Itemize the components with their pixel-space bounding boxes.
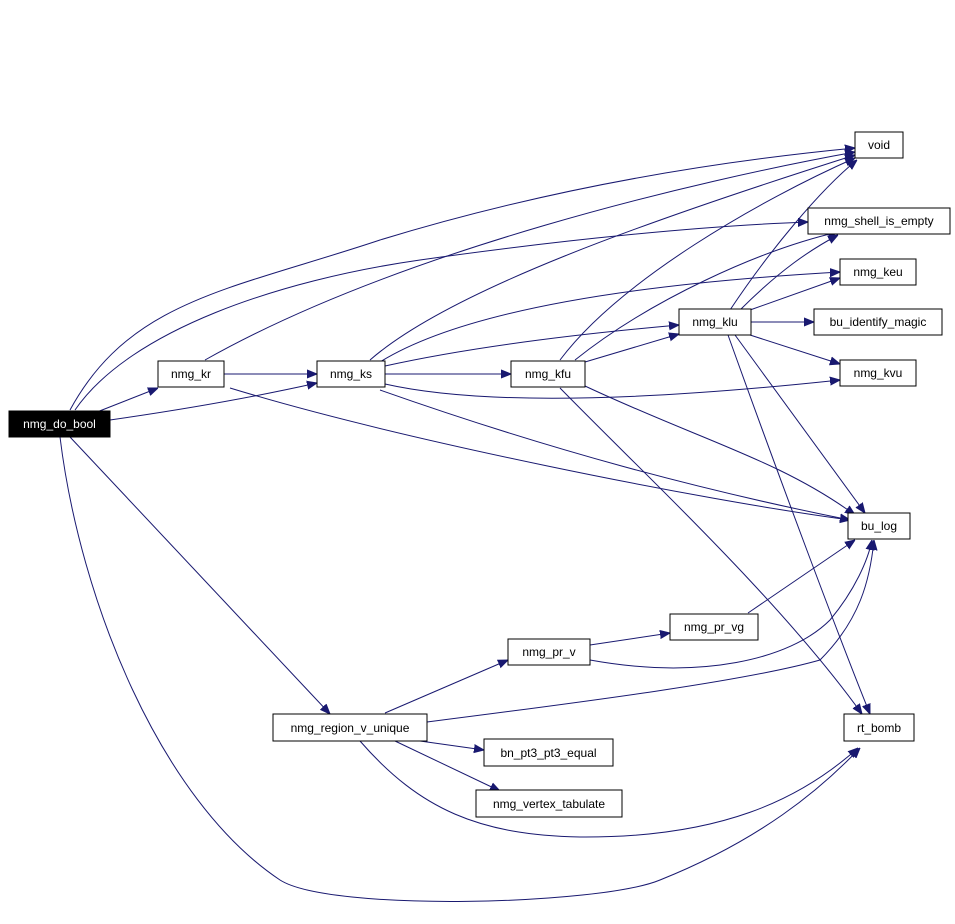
node-nmg_shell_is_empty[interactable]: nmg_shell_is_empty (807, 207, 951, 235)
edge-nmg_klu-rt_bomb (727, 334, 870, 714)
node-label-bu_identify_magic: bu_identify_magic (830, 315, 927, 329)
node-nmg_pr_vg[interactable]: nmg_pr_vg (669, 613, 759, 641)
node-bu_log[interactable]: bu_log (847, 512, 911, 540)
node-bn_pt3_pt3_equal[interactable]: bn_pt3_pt3_equal (483, 738, 614, 767)
node-nmg_vertex_tabulate[interactable]: nmg_vertex_tabulate (475, 789, 623, 818)
node-rt_bomb[interactable]: rt_bomb (843, 713, 915, 742)
node-bu_identify_magic[interactable]: bu_identify_magic (813, 308, 943, 336)
edge-nmg_kr-void (204, 152, 855, 361)
node-nmg_kr[interactable]: nmg_kr (157, 360, 225, 388)
edge-nmg_pr_v-nmg_pr_vg (589, 633, 670, 646)
edge-nmg_kr-bu_log (229, 387, 850, 520)
edge-nmg_ks-nmg_kvu (384, 380, 840, 399)
node-label-nmg_pr_v: nmg_pr_v (522, 645, 575, 659)
edge-nmg_do_bool-nmg_kr (96, 388, 158, 413)
node-label-nmg_region_v_unique: nmg_region_v_unique (291, 721, 410, 735)
edge-nmg_region_v_unique-bu_log (426, 540, 874, 723)
node-label-nmg_ks: nmg_ks (330, 367, 372, 381)
edge-nmg_pr_v-bu_log (589, 540, 872, 669)
edge-nmg_klu-bu_log (734, 334, 865, 513)
edge-nmg_kfu-bu_log (584, 385, 855, 515)
edges (59, 148, 874, 902)
edge-nmg_region_v_unique-nmg_pr_v (384, 660, 508, 714)
edge-nmg_pr_vg-bu_log (747, 540, 855, 614)
node-nmg_region_v_unique[interactable]: nmg_region_v_unique (272, 713, 428, 742)
edge-nmg_ks-void (369, 155, 855, 361)
edge-nmg_klu-nmg_shell_is_empty (739, 235, 838, 311)
nodes: nmg_do_bool nmg_kr nmg_ks nmg_kfu nmg_kl… (8, 131, 951, 818)
edge-nmg_region_v_unique-rt_bomb (359, 740, 858, 838)
node-nmg_kfu[interactable]: nmg_kfu (510, 360, 586, 388)
node-label-nmg_kr: nmg_kr (171, 367, 211, 381)
edge-nmg_kfu-nmg_klu (584, 334, 679, 363)
edge-nmg_do_bool-nmg_ks (109, 383, 317, 421)
node-label-nmg_klu: nmg_klu (692, 315, 737, 329)
node-label-rt_bomb: rt_bomb (857, 721, 901, 735)
edge-nmg_kfu-void (559, 158, 855, 361)
node-label-nmg_vertex_tabulate: nmg_vertex_tabulate (493, 797, 605, 811)
edge-nmg_region_v_unique-nmg_vertex_tabulate (394, 740, 500, 791)
node-nmg_kvu[interactable]: nmg_kvu (839, 359, 917, 387)
node-nmg_ks[interactable]: nmg_ks (316, 360, 386, 388)
edge-nmg_kfu-nmg_shell_is_empty (574, 232, 838, 361)
node-nmg_pr_v[interactable]: nmg_pr_v (507, 638, 591, 666)
node-label-nmg_kfu: nmg_kfu (525, 367, 571, 381)
edge-nmg_kfu-rt_bomb (559, 387, 862, 714)
node-nmg_klu[interactable]: nmg_klu (678, 308, 752, 336)
edge-nmg_klu-nmg_keu (749, 278, 840, 311)
edge-nmg_ks-nmg_keu (379, 272, 840, 363)
node-label-bn_pt3_pt3_equal: bn_pt3_pt3_equal (500, 746, 596, 760)
node-nmg_do_bool[interactable]: nmg_do_bool (8, 410, 111, 438)
edge-nmg_do_bool-rt_bomb (59, 436, 860, 902)
node-label-void: void (868, 138, 890, 152)
edge-nmg_klu-nmg_kvu (749, 334, 840, 364)
node-label-nmg_keu: nmg_keu (853, 265, 902, 279)
node-nmg_keu[interactable]: nmg_keu (839, 258, 917, 286)
node-label-nmg_pr_vg: nmg_pr_vg (684, 620, 744, 634)
node-void[interactable]: void (854, 131, 904, 159)
edge-nmg_klu-void (729, 160, 857, 311)
edge-nmg_do_bool-nmg_shell_is_empty (74, 222, 808, 411)
edge-nmg_do_bool-nmg_region_v_unique (69, 436, 330, 714)
edge-nmg_region_v_unique-bn_pt3_pt3_equal (419, 740, 484, 750)
node-label-nmg_shell_is_empty: nmg_shell_is_empty (824, 214, 933, 228)
node-label-bu_log: bu_log (861, 519, 897, 533)
node-label-nmg_do_bool: nmg_do_bool (23, 417, 96, 431)
edge-nmg_do_bool-void (69, 148, 855, 411)
edge-nmg_ks-nmg_klu (384, 325, 679, 367)
edge-nmg_ks-bu_log (379, 389, 850, 520)
node-label-nmg_kvu: nmg_kvu (854, 366, 903, 380)
